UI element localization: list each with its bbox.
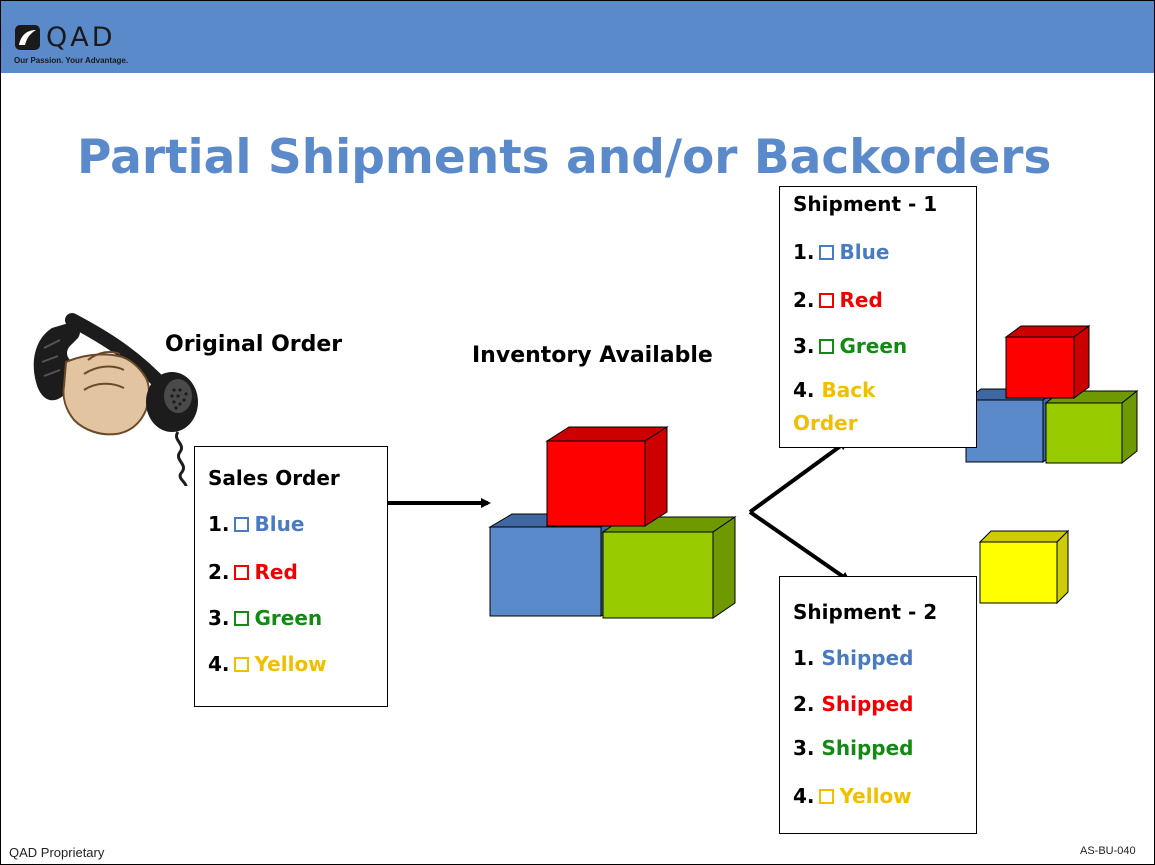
list-item: 4.Yellow xyxy=(793,784,912,808)
list-item: 4. Back xyxy=(793,378,876,402)
block-icon xyxy=(1004,325,1091,399)
list-item-continuation: Order xyxy=(793,411,858,435)
logo-text: QAD xyxy=(46,22,116,53)
shipment2-box: Shipment - 2 1. Shipped 2. Shipped 3. Sh… xyxy=(779,576,977,834)
list-item: 3.Green xyxy=(208,606,323,630)
list-item: 4.Yellow xyxy=(208,652,327,676)
shipment1-blocks xyxy=(964,325,1139,465)
block-icon xyxy=(545,426,669,527)
arrow-icon xyxy=(748,440,849,514)
qad-logo-icon xyxy=(15,25,40,50)
checkbox-icon xyxy=(233,517,249,532)
list-item: 2. Shipped xyxy=(793,692,914,716)
shipment1-box: Shipment - 1 1.Blue 2.Red 3.Green 4. Bac… xyxy=(779,186,977,448)
inventory-blocks xyxy=(488,426,737,619)
list-item: 3. Shipped xyxy=(793,736,914,760)
footer-proprietary: QAD Proprietary xyxy=(9,845,105,860)
checkbox-icon xyxy=(233,611,249,626)
inventory-available-label: Inventory Available xyxy=(472,343,713,368)
block-icon xyxy=(1044,389,1139,465)
checkbox-icon xyxy=(818,293,834,308)
checkbox-icon xyxy=(233,565,249,580)
footer-slide-code: AS-BU-040 xyxy=(1080,845,1136,857)
shipment2-heading: Shipment - 2 xyxy=(793,600,938,624)
shipment1-heading: Shipment - 1 xyxy=(793,192,938,216)
logo-tagline: Our Passion. Your Advantage. xyxy=(14,56,129,65)
telephone-icon xyxy=(33,313,198,487)
slide-title: Partial Shipments and/or Backorders xyxy=(77,130,1052,185)
list-item: 1.Blue xyxy=(793,240,890,264)
block-icon xyxy=(964,388,1060,463)
checkbox-icon xyxy=(233,657,249,672)
list-item: 1. Shipped xyxy=(793,646,914,670)
block-icon xyxy=(601,516,737,619)
sales-order-box: Sales Order 1.Blue 2.Red 3.Green 4.Yello… xyxy=(194,446,388,707)
checkbox-icon xyxy=(818,339,834,354)
list-item: 1.Blue xyxy=(208,512,305,536)
list-item: 2.Red xyxy=(208,560,298,584)
sales-order-heading: Sales Order xyxy=(208,466,340,490)
arrow-icon xyxy=(748,510,851,582)
checkbox-icon xyxy=(818,789,834,804)
qad-logo: QAD Our Passion. Your Advantage. xyxy=(14,22,194,72)
block-icon xyxy=(978,529,1070,605)
list-item: 3.Green xyxy=(793,334,908,358)
header-band xyxy=(1,1,1154,73)
checkbox-icon xyxy=(818,245,834,260)
list-item: 2.Red xyxy=(793,288,883,312)
original-order-label: Original Order xyxy=(165,332,343,357)
